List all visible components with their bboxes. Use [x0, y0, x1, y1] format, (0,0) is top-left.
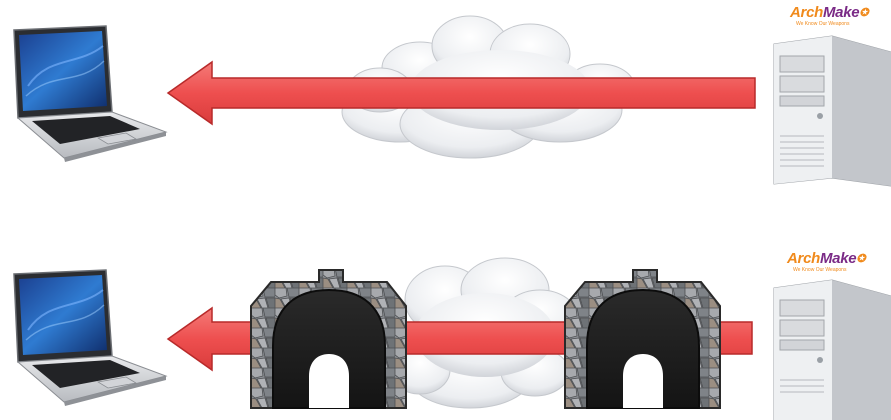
arrow-left-icon	[166, 60, 756, 126]
star-icon: ✪	[859, 7, 869, 19]
logo-part-make: Make	[819, 250, 857, 267]
tunnel-icon	[250, 269, 407, 409]
archmake-logo: ArchMake✪ We Know Our Weapons	[790, 5, 880, 31]
star-icon: ✪	[856, 253, 866, 265]
server-tower-icon	[773, 35, 891, 187]
laptop-icon	[13, 25, 168, 162]
logo-wordmark: ArchMake✪	[787, 251, 877, 267]
logo-part-arch: Arch	[787, 250, 820, 267]
tunnel-icon	[564, 269, 721, 409]
server-tower-icon	[773, 279, 891, 420]
logo-wordmark: ArchMake✪	[790, 5, 880, 21]
logo-tagline: We Know Our Weapons	[796, 21, 850, 27]
archmake-logo: ArchMake✪ We Know Our Weapons	[787, 251, 877, 277]
logo-tagline: We Know Our Weapons	[793, 267, 847, 273]
logo-part-arch: Arch	[790, 4, 823, 21]
logo-part-make: Make	[822, 4, 860, 21]
laptop-icon	[13, 269, 168, 406]
